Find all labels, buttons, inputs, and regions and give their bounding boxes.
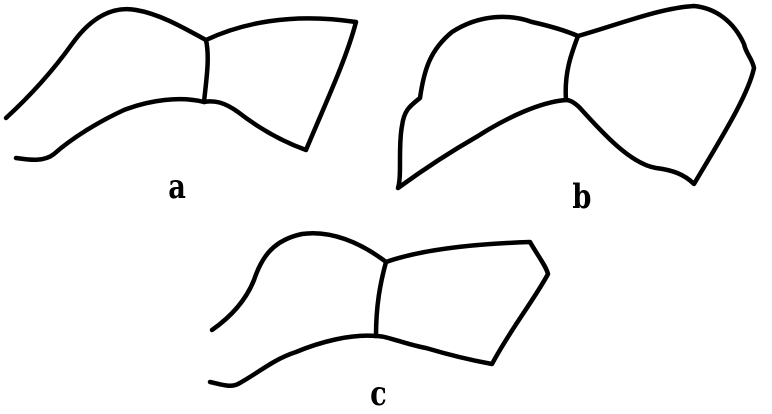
figure-c-right-lobe	[373, 239, 551, 367]
figure-a-right-lobe	[201, 16, 359, 153]
figure-c-label: c	[370, 374, 387, 414]
figure-a-shape	[3, 6, 359, 162]
figure-c-outline	[207, 231, 389, 388]
figure-a-label: a	[168, 167, 186, 207]
figure-b-label: b	[572, 177, 592, 217]
figure-b-right-lobe	[563, 3, 757, 187]
figure-c-shape	[207, 231, 551, 388]
figure-a-outline	[3, 6, 210, 162]
figure-b-outline	[395, 14, 581, 191]
figure-b-shape	[395, 3, 757, 191]
